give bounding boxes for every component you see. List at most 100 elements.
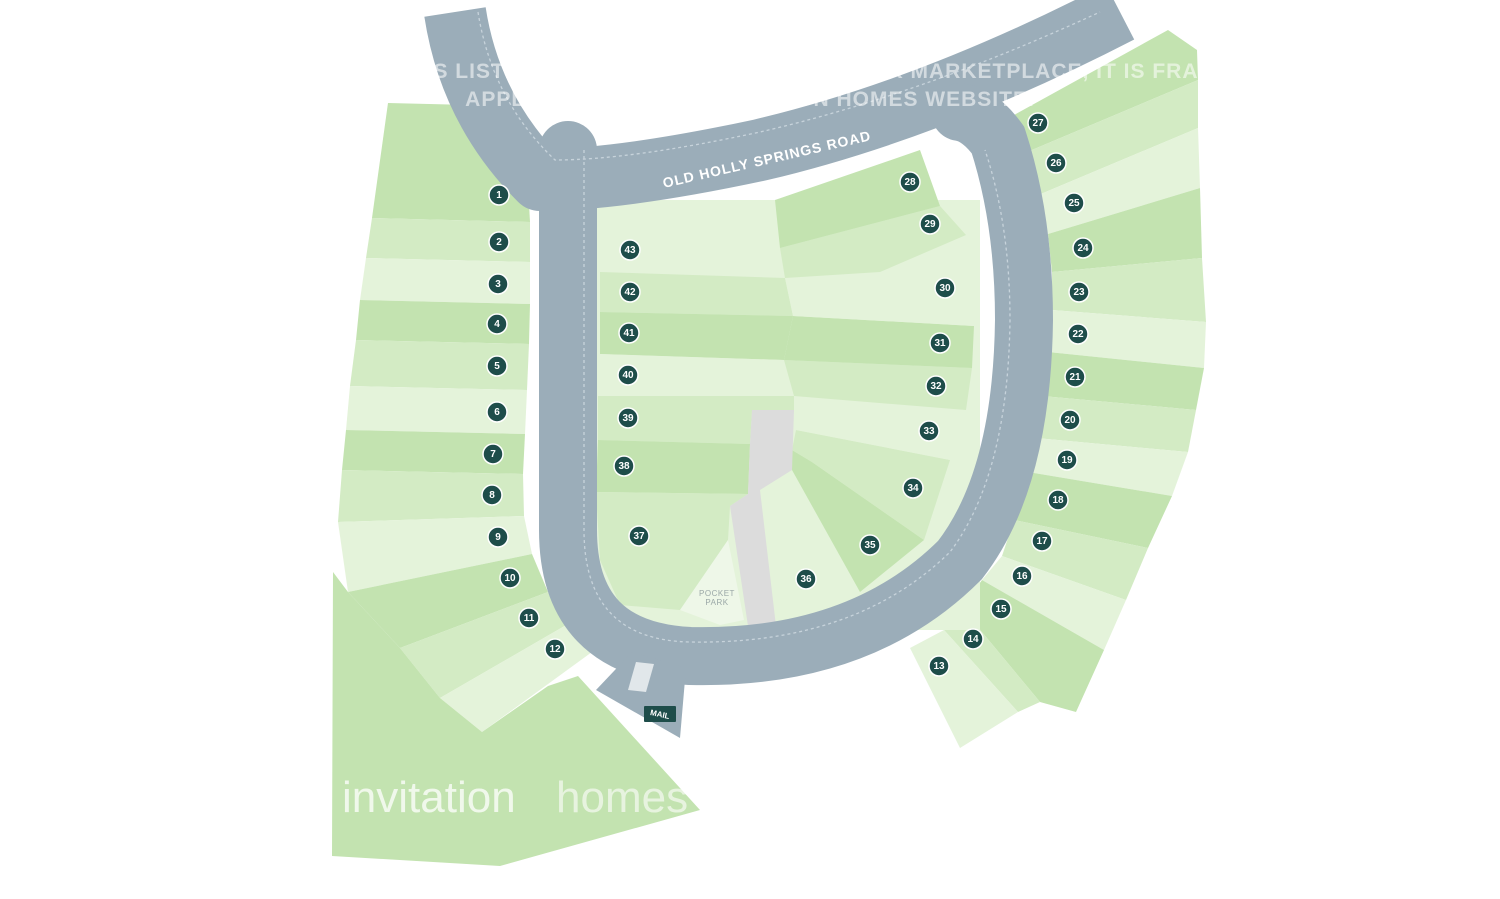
lot-parcel-43[interactable] [600,206,785,278]
lot-number-label: 5 [494,361,500,372]
lot-marker-37[interactable]: 37 [628,525,650,547]
lot-marker-33[interactable]: 33 [918,420,940,442]
lot-parcel-4[interactable] [356,300,530,344]
lot-parcel-41[interactable] [600,312,793,360]
lot-number-label: 17 [1036,536,1048,547]
open-space-southwest [332,572,700,866]
lot-parcel-5[interactable] [350,340,529,390]
lot-marker-7[interactable]: 7 [482,443,504,465]
lot-marker-22[interactable]: 22 [1067,323,1089,345]
lot-number-label: 37 [633,531,645,542]
lot-parcel-3[interactable] [360,258,530,304]
lot-marker-16[interactable]: 16 [1011,565,1033,587]
lot-parcel-8[interactable] [338,470,524,522]
lot-marker-34[interactable]: 34 [902,477,924,499]
lot-marker-23[interactable]: 23 [1068,281,1090,303]
lot-marker-19[interactable]: 19 [1056,449,1078,471]
lot-number-label: 22 [1072,329,1084,340]
lot-marker-15[interactable]: 15 [990,598,1012,620]
lot-parcel-22[interactable] [1048,310,1206,368]
fraud-warning-line-1: IF YOU SEE THIS LISTING ON CRAIGSLIST OR… [262,60,1237,83]
lot-marker-9[interactable]: 9 [487,526,509,548]
lot-marker-6[interactable]: 6 [486,401,508,423]
lot-parcel-37[interactable] [596,492,748,610]
lot-parcel-34[interactable] [792,430,950,540]
lot-marker-circle [925,375,947,397]
lot-parcel-32[interactable] [784,360,972,410]
lot-marker-17[interactable]: 17 [1031,530,1053,552]
mail-kiosk[interactable] [644,706,676,722]
lot-parcel-31[interactable] [784,316,974,368]
lot-number-label: 19 [1061,455,1073,466]
lot-marker-32[interactable]: 32 [925,375,947,397]
lot-marker-36[interactable]: 36 [795,568,817,590]
lot-marker-12[interactable]: 12 [544,638,566,660]
west-lots [332,103,700,866]
lot-marker-29[interactable]: 29 [919,213,941,235]
lot-marker-18[interactable]: 18 [1047,489,1069,511]
lot-number-label: 14 [967,634,979,645]
lot-parcel-35[interactable] [792,450,924,592]
lot-marker-circle [487,526,509,548]
lot-parcel-36[interactable] [760,470,860,626]
lot-marker-42[interactable]: 42 [619,281,641,303]
lot-marker-31[interactable]: 31 [929,332,951,354]
lot-marker-4[interactable]: 4 [486,313,508,335]
common-walkway [730,410,794,626]
lot-parcel-2[interactable] [366,218,530,262]
lot-number-label: 6 [494,407,500,418]
lot-marker-3[interactable]: 3 [487,273,509,295]
lot-marker-circle [795,568,817,590]
lot-marker-10[interactable]: 10 [499,567,521,589]
lot-number-label: 23 [1073,287,1085,298]
lot-marker-24[interactable]: 24 [1072,237,1094,259]
lot-marker-25[interactable]: 25 [1063,192,1085,214]
lot-marker-13[interactable]: 13 [928,655,950,677]
lot-marker-21[interactable]: 21 [1064,366,1086,388]
lot-parcel-27[interactable] [1005,30,1198,155]
lot-parcel-21[interactable] [1042,352,1204,410]
lot-marker-2[interactable]: 2 [488,231,510,253]
lot-marker-circle [1072,237,1094,259]
lot-parcel-42[interactable] [600,272,793,316]
lot-parcel-23[interactable] [1052,258,1206,322]
lot-marker-40[interactable]: 40 [617,364,639,386]
lot-marker-26[interactable]: 26 [1045,152,1067,174]
lot-parcel-40[interactable] [598,354,794,396]
lot-number-label: 38 [618,461,630,472]
lot-parcel-9[interactable] [338,516,532,592]
lot-marker-20[interactable]: 20 [1059,409,1081,431]
lot-parcel-39[interactable] [598,396,794,444]
lot-number-label: 24 [1077,243,1089,254]
lot-number-label: 18 [1052,495,1064,506]
lot-marker-circle [1011,565,1033,587]
lot-parcel-10[interactable] [348,554,548,648]
lot-marker-5[interactable]: 5 [486,355,508,377]
lot-marker-30[interactable]: 30 [934,277,956,299]
lot-number-label: 4 [494,319,500,330]
lot-marker-circle [1045,152,1067,174]
lot-marker-38[interactable]: 38 [613,455,635,477]
lot-marker-11[interactable]: 11 [518,607,540,629]
lot-marker-35[interactable]: 35 [859,534,881,556]
lot-marker-1[interactable]: 1 [488,184,510,206]
lot-marker-27[interactable]: 27 [1027,112,1049,134]
lot-marker-39[interactable]: 39 [617,407,639,429]
lot-parcel-30[interactable] [785,235,974,326]
lot-parcel-33[interactable] [794,396,966,460]
lot-marker-28[interactable]: 28 [899,171,921,193]
lot-marker-43[interactable]: 43 [619,239,641,261]
lot-marker-circle [619,239,641,261]
lot-marker-8[interactable]: 8 [481,484,503,506]
lot-parcel-6[interactable] [346,386,527,434]
roads: MAIL [424,0,1135,738]
lot-parcel-38[interactable] [596,440,750,494]
lot-marker-circle [618,322,640,344]
lot-number-label: 40 [622,370,634,381]
lot-marker-41[interactable]: 41 [618,322,640,344]
lot-parcel-20[interactable] [1036,396,1196,452]
lot-parcel-28[interactable] [775,150,940,248]
lot-marker-14[interactable]: 14 [962,628,984,650]
lot-number-label: 3 [495,279,501,290]
lot-parcel-7[interactable] [342,430,525,474]
